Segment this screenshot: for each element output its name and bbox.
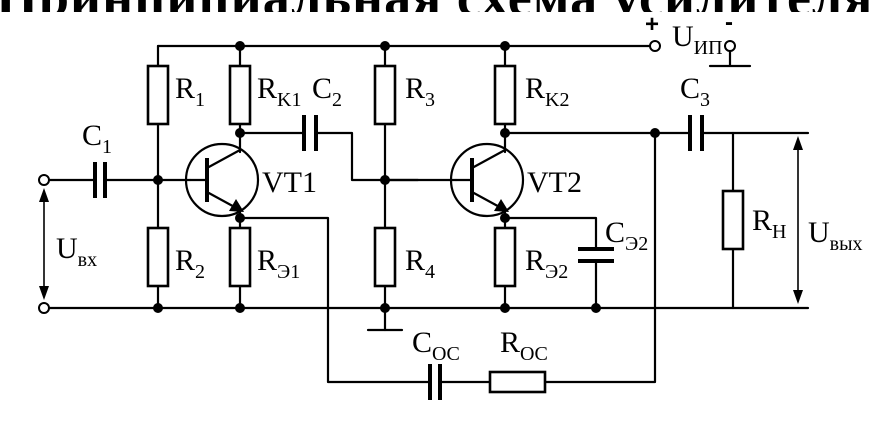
supply-terminal-minus	[724, 40, 736, 52]
label-c3: C3	[680, 72, 710, 111]
label-r2: R2	[175, 244, 205, 283]
terminals	[38, 40, 736, 314]
resistor-re2	[493, 226, 517, 288]
label-c2: C2	[312, 72, 342, 111]
label-uvx: Uвх	[56, 232, 97, 271]
voltage-arrows	[39, 136, 803, 304]
input-terminal-bottom	[38, 302, 50, 314]
resistor-roc	[488, 370, 547, 394]
label-minus: -	[725, 9, 733, 36]
supply-terminal-plus	[649, 40, 661, 52]
label-uip: UИП	[672, 20, 723, 59]
component-labels: R1 RK1 C2 R3 RK2 C3 C1 VT1 VT2 Uвх R2 RЭ…	[56, 9, 863, 365]
capacitor-coc	[428, 364, 442, 400]
input-terminal-top	[38, 174, 50, 186]
heading-cropped: Принципиальная схема усилителя	[0, 0, 882, 12]
label-vt1: VT1	[262, 166, 317, 199]
resistor-r4	[373, 226, 397, 288]
capacitor-c3	[688, 115, 704, 151]
transistor-vt1	[184, 142, 260, 218]
resistor-rk2	[493, 64, 517, 126]
label-r3: R3	[405, 72, 435, 111]
page-heading: Принципиальная схема усилителя	[0, 0, 874, 12]
capacitor-ce2	[578, 247, 614, 263]
capacitors	[93, 115, 704, 400]
resistor-r2	[146, 226, 170, 288]
resistor-rn	[721, 189, 745, 251]
label-r4: R4	[405, 244, 435, 283]
label-roc: ROC	[500, 326, 548, 365]
capacitor-c1	[93, 162, 107, 198]
label-re2: RЭ2	[525, 244, 568, 283]
resistor-r3	[373, 64, 397, 126]
label-vt2: VT2	[527, 166, 582, 199]
label-coc: COC	[412, 326, 460, 365]
junctions	[153, 41, 660, 313]
resistor-rk1	[228, 64, 252, 126]
label-ce2: CЭ2	[605, 216, 648, 255]
label-rk1: RK1	[257, 72, 301, 111]
transistor-vt2	[449, 142, 525, 218]
label-plus: +	[645, 11, 659, 38]
resistor-re1	[228, 226, 252, 288]
resistor-r1	[146, 64, 170, 126]
label-re1: RЭ1	[257, 244, 300, 283]
resistors	[146, 64, 745, 394]
label-c1: C1	[82, 119, 112, 158]
label-rk2: RK2	[525, 72, 569, 111]
capacitor-c2	[302, 115, 318, 151]
label-r1: R1	[175, 72, 205, 111]
label-rn: RH	[752, 204, 786, 243]
label-uvyx: Uвых	[808, 216, 863, 255]
